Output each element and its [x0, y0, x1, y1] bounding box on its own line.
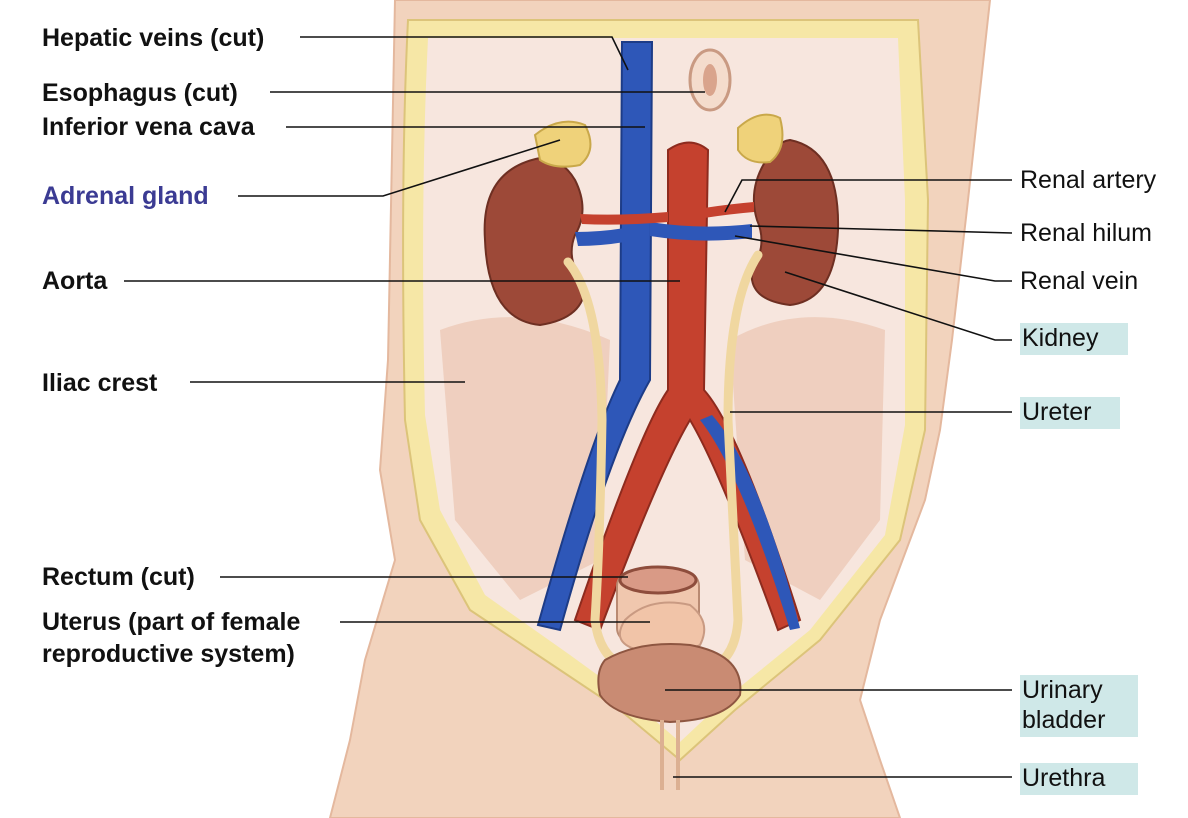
label-aorta: Aorta: [42, 267, 108, 295]
label-inferior-vena-cava: Inferior vena cava: [42, 113, 255, 141]
right-renal-artery: [704, 202, 754, 218]
label-renal-vein: Renal vein: [1020, 267, 1139, 295]
left-renal-vein: [575, 228, 625, 246]
label-kidney: Kidney: [1020, 323, 1128, 355]
right-adrenal: [737, 113, 784, 164]
label-renal-artery: Renal artery: [1020, 166, 1157, 194]
label-urethra: Urethra: [1020, 763, 1138, 795]
label-urinary-bladder-line2: bladder: [1020, 705, 1138, 737]
right-iliac-vein: [700, 415, 800, 630]
label-uterus-line2: reproductive system): [42, 640, 295, 668]
urinary-bladder: [597, 643, 742, 724]
label-uterus-line1: Uterus (part of female: [42, 608, 301, 636]
leader-kidney: [784, 271, 1012, 341]
label-ureter: Ureter: [1020, 397, 1120, 429]
esophagus-lumen: [703, 64, 717, 96]
label-renal-hilum: Renal hilum: [1020, 219, 1153, 247]
left-adrenal: [533, 120, 592, 168]
left-ureter: [563, 257, 645, 677]
left-kidney: [483, 156, 587, 327]
rectum-cut: [618, 565, 698, 595]
uterus: [618, 601, 706, 655]
right-renal-vein: [650, 222, 752, 241]
leader-renal-vein: [734, 235, 1012, 282]
label-iliac-crest: Iliac crest: [42, 369, 158, 397]
leader-renal-artery: [724, 179, 1012, 213]
label-esophagus: Esophagus (cut): [42, 79, 238, 107]
label-urinary-bladder-line1: Urinary: [1020, 675, 1138, 705]
leader-hepatic-veins: [300, 36, 629, 71]
leader-lines: [124, 36, 1013, 778]
leader-renal-hilum: [749, 225, 1013, 234]
label-hepatic-veins: Hepatic veins (cut): [42, 24, 265, 52]
label-rectum: Rectum (cut): [42, 563, 195, 591]
right-ureter: [695, 250, 763, 677]
right-kidney: [750, 138, 840, 307]
label-adrenal-gland: Adrenal gland: [42, 182, 209, 210]
leader-adrenal-gland: [238, 139, 561, 197]
urethra: [660, 720, 680, 790]
left-renal-artery: [580, 212, 668, 225]
